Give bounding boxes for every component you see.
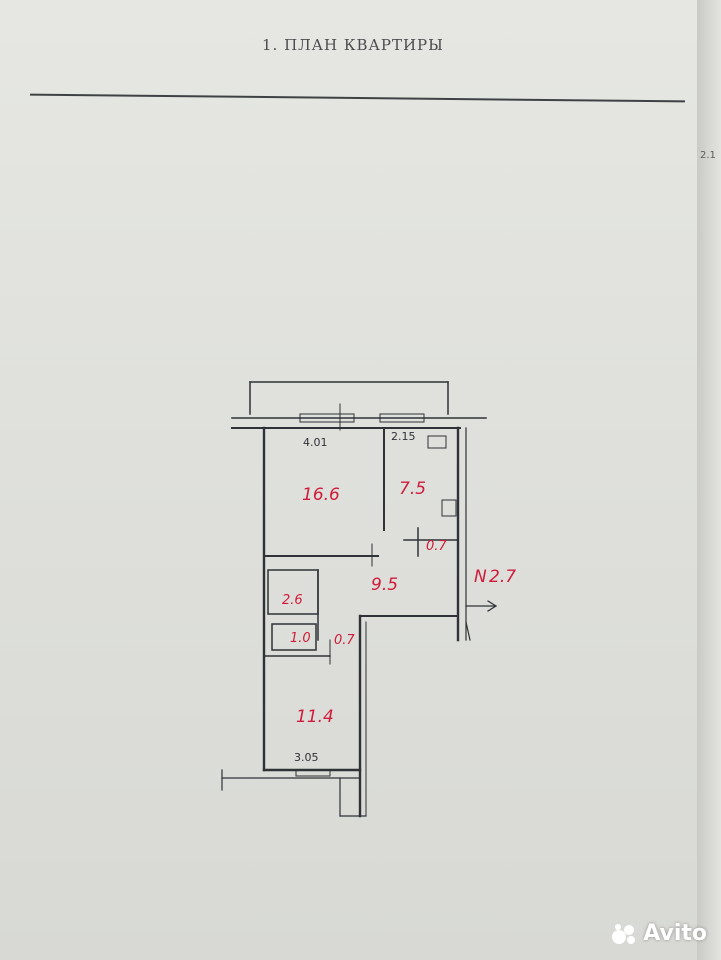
page-title: 1. ПЛАН КВАРТИРЫ (262, 36, 444, 54)
margin-number: 2.1 (700, 150, 716, 161)
page-edge (697, 0, 721, 960)
entry-arrow-head (487, 600, 498, 612)
area-kitchen: 7.5 (399, 479, 426, 499)
avito-watermark: Avito (611, 921, 707, 946)
avito-text: Avito (643, 921, 707, 946)
document-page (0, 0, 700, 960)
dim-bedroom-width: 3.05 (294, 751, 319, 764)
area-bathroom: 2.6 (282, 593, 303, 608)
area-living-room: 16.6 (302, 485, 340, 505)
window-kitchen (379, 413, 425, 423)
area-closet: 0.7 (334, 633, 355, 648)
area-loggia-prefix: N (474, 567, 487, 587)
area-loggia: 2.7 (489, 567, 516, 587)
area-bedroom: 11.4 (296, 707, 334, 727)
toilet-box (271, 623, 317, 651)
area-toilet: 1.0 (290, 631, 311, 646)
window-living (299, 413, 355, 423)
window-bedroom (295, 769, 331, 777)
sink-icon (441, 499, 457, 517)
dim-kitchen-width: 2.15 (391, 430, 416, 443)
entry-jamb (465, 621, 471, 641)
avito-logo-icon (612, 923, 636, 944)
area-hallway: 9.5 (371, 575, 398, 595)
stove-icon (427, 435, 447, 449)
dim-living-width: 4.01 (303, 436, 328, 449)
area-storage: 0.7 (426, 539, 447, 554)
